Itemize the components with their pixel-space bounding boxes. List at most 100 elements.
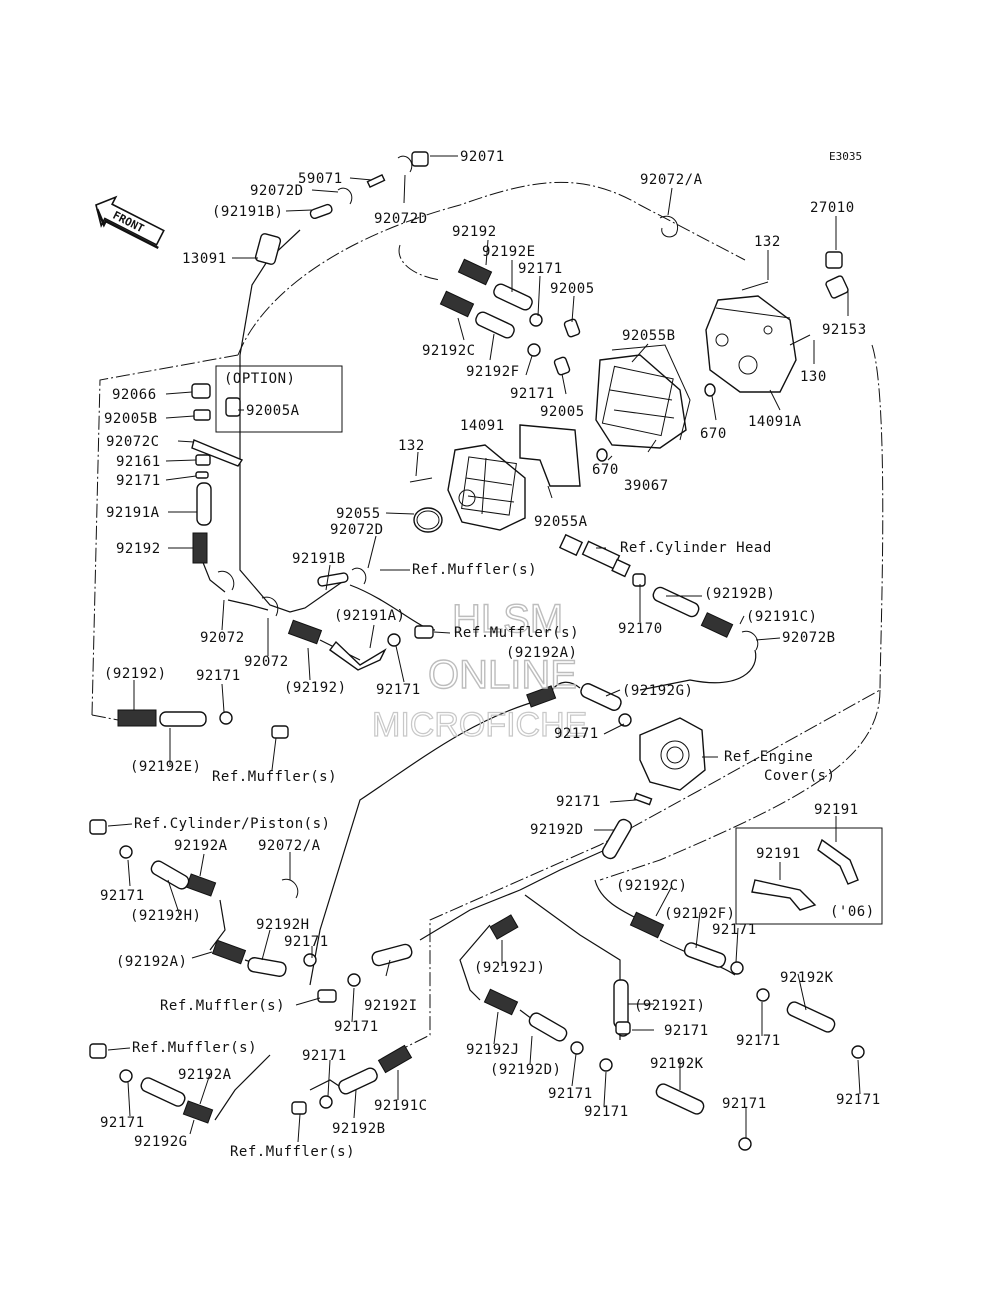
label: 92191C — [374, 1098, 428, 1114]
label: (92191A) — [334, 608, 405, 624]
label: 92055 — [336, 506, 381, 522]
label: 92192H — [256, 917, 310, 933]
label: 27010 — [810, 200, 855, 216]
diagram-code: E3035 — [829, 150, 862, 163]
label: 92171 — [556, 794, 601, 810]
label: 92171 — [100, 888, 145, 904]
label: 92171 — [100, 1115, 145, 1131]
spring-hoses — [117, 258, 734, 1124]
label: 92055A — [534, 514, 588, 530]
label: 92192D — [530, 822, 584, 838]
label: 92072D — [330, 522, 384, 538]
housing-cover-14091a — [705, 295, 797, 393]
label: (92192) — [104, 666, 167, 682]
gasket-92055a — [519, 424, 581, 487]
label: Ref.Muffler(s) — [412, 562, 537, 578]
hose-routes — [199, 229, 757, 1121]
label: 92171 — [284, 934, 329, 950]
label: 92072/A — [640, 172, 703, 188]
label: 92005A — [246, 403, 300, 419]
label: Ref.Engine — [724, 749, 813, 765]
label: Ref.Muffler(s) — [132, 1040, 257, 1056]
label: Ref.Muffler(s) — [160, 998, 285, 1014]
label: 92171 — [116, 473, 161, 489]
front-arrow: FRONT — [95, 195, 165, 250]
label: 92171 — [584, 1104, 629, 1120]
option-box — [215, 365, 343, 433]
watermark-line-1: HLSM — [452, 597, 563, 641]
label: 92153 — [822, 322, 867, 338]
label: 92171 — [664, 1023, 709, 1039]
label: 132 — [754, 234, 781, 250]
label: 92072 — [200, 630, 245, 646]
label: Ref.Cylinder/Piston(s) — [134, 816, 330, 832]
label: 92192F — [466, 364, 520, 380]
o-ring-92055 — [413, 507, 443, 533]
label: (92191C) — [746, 609, 817, 625]
label: 92170 — [618, 621, 663, 637]
label: 92192K — [650, 1056, 704, 1072]
label: 92072B — [782, 630, 836, 646]
label: 92171 — [836, 1092, 881, 1108]
label: (92192C) — [616, 878, 687, 894]
housing-plate-14091 — [447, 444, 526, 531]
watermark: HLSM ONLINE MICROFICHE — [371, 596, 588, 744]
label: 92191A — [106, 505, 160, 521]
option-label: (OPTION) — [224, 371, 295, 387]
label: 92055B — [622, 328, 676, 344]
label: (92192F) — [664, 906, 735, 922]
label: Ref.Muffler(s) — [212, 769, 337, 785]
label: 92192J — [466, 1042, 520, 1058]
label: (92192B) — [704, 586, 775, 602]
label: 92005 — [540, 404, 585, 420]
label: 14091 — [460, 418, 505, 434]
label: 92192K — [780, 970, 834, 986]
label: 92171 — [334, 1019, 379, 1035]
label: Ref.Muffler(s) — [454, 625, 579, 641]
label: 92072D — [374, 211, 428, 227]
label: 92005B — [104, 411, 158, 427]
phantom-outline — [91, 181, 884, 1051]
watermark-line-3: MICROFICHE — [372, 706, 587, 744]
label: 92192C — [422, 343, 476, 359]
clamps — [89, 151, 865, 1151]
leader-lines — [107, 155, 861, 1143]
label: 92192 — [116, 541, 161, 557]
label: Ref.Cylinder Head — [620, 540, 772, 556]
label: 13091 — [182, 251, 227, 267]
label: 130 — [800, 369, 827, 385]
label: (92192D) — [490, 1062, 561, 1078]
thermostat-cover-92055b — [595, 344, 691, 449]
label: 92192A — [174, 838, 228, 854]
label: 92191B — [292, 551, 346, 567]
label: 92066 — [112, 387, 157, 403]
label: 92191 — [814, 802, 859, 818]
label: 92192B — [332, 1121, 386, 1137]
label: 92171 — [510, 386, 555, 402]
label: 92171 — [736, 1033, 781, 1049]
label: (92192E) — [130, 759, 201, 775]
label: (92192) — [284, 680, 347, 696]
label: (92192G) — [622, 683, 693, 699]
label: 92192E — [482, 244, 536, 260]
label: 92171 — [518, 261, 563, 277]
label: 92192A — [178, 1067, 232, 1083]
plain-hoses — [140, 203, 859, 1115]
label: 92161 — [116, 454, 161, 470]
label: 92072C — [106, 434, 160, 450]
label: 92191 — [756, 846, 801, 862]
label: 14091A — [748, 414, 802, 430]
label: (92192J) — [474, 960, 545, 976]
label: 92171 — [548, 1086, 593, 1102]
year-box — [735, 827, 883, 925]
label: (92192A) — [116, 954, 187, 970]
label: 92171 — [196, 668, 241, 684]
label: 59071 — [298, 171, 343, 187]
label: 92171 — [554, 726, 599, 742]
label: 92192 — [452, 224, 497, 240]
watermark-line-2: ONLINE — [428, 653, 577, 697]
part-labels: 92071 59071 92072D (92191B) 92072D 13091… — [100, 149, 881, 1160]
label: (92192A) — [506, 645, 577, 661]
label: 92071 — [460, 149, 505, 165]
label: 92192I — [364, 998, 418, 1014]
